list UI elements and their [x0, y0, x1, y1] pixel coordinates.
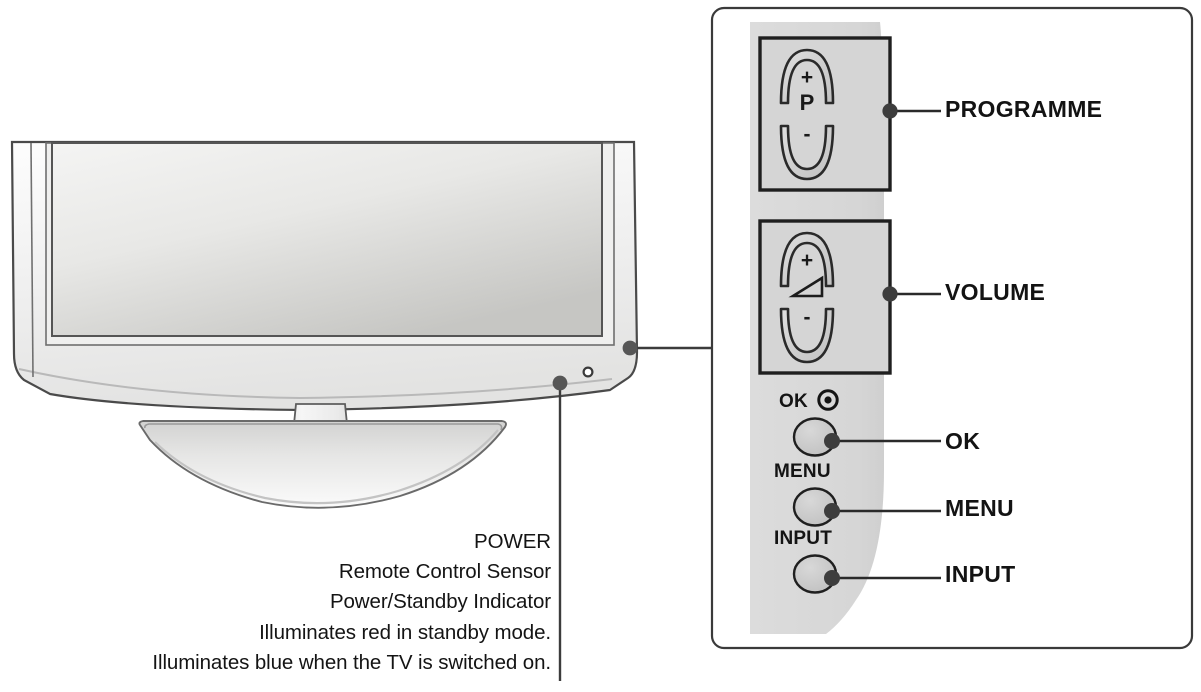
tv-stand-base-inner: [154, 429, 499, 505]
callout-label-input: INPUT: [945, 561, 1016, 587]
programme-center-symbol: P: [799, 90, 815, 115]
tv-cabinet-inner-line: [18, 368, 613, 400]
ok-panel-caption: OK: [779, 391, 808, 412]
leader-dot-volume: [882, 286, 898, 302]
tv-stand-base: [138, 420, 507, 509]
caption-line: Remote Control Sensor: [338, 560, 551, 584]
callout-label-menu: MENU: [945, 495, 1014, 521]
volume-wedge-icon: [788, 275, 824, 298]
programme-minus-symbol: -: [803, 123, 811, 146]
caption-line: Illuminates red in standby mode.: [259, 620, 551, 644]
remote-control-sensor-icon: [582, 366, 594, 378]
callout-label-volume: VOLUME: [945, 279, 1046, 305]
ok-bullseye-icon: [817, 389, 839, 411]
control-panel-group: [710, 6, 1194, 650]
caption-line: Illuminates blue when the TV is switched…: [152, 650, 551, 674]
leader-dot-ok: [824, 433, 840, 449]
callout-label-programme: PROGRAMME: [945, 96, 1103, 122]
callout-label-ok: OK: [945, 428, 981, 454]
volume-minus-arc[interactable]: [779, 307, 835, 364]
menu-panel-caption: MENU: [774, 461, 831, 482]
tv-illustration: [10, 140, 639, 509]
tv-screen: [51, 142, 603, 337]
leader-dot-menu: [824, 503, 840, 519]
caption-line: POWER: [474, 530, 551, 553]
volume-plus-arc[interactable]: [779, 231, 835, 288]
tv-stand-base-rim: [144, 423, 503, 431]
leader-dot-power: [552, 375, 568, 391]
caption-line: Power/Standby Indicator: [329, 590, 551, 614]
volume-plus-symbol: +: [800, 249, 814, 272]
power-caption-block: POWER Remote Control Sensor Power/Standb…: [0, 527, 551, 678]
leader-dot-panel: [622, 340, 638, 356]
volume-minus-symbol: -: [803, 306, 811, 329]
tv-cabinet-left-edge: [30, 142, 34, 378]
leader-dot-programme: [882, 103, 898, 119]
programme-plus-arc[interactable]: [779, 48, 835, 105]
leader-dot-input: [824, 570, 840, 586]
input-panel-caption: INPUT: [774, 528, 832, 549]
programme-plus-symbol: +: [800, 66, 814, 89]
programme-minus-arc[interactable]: [779, 124, 835, 181]
